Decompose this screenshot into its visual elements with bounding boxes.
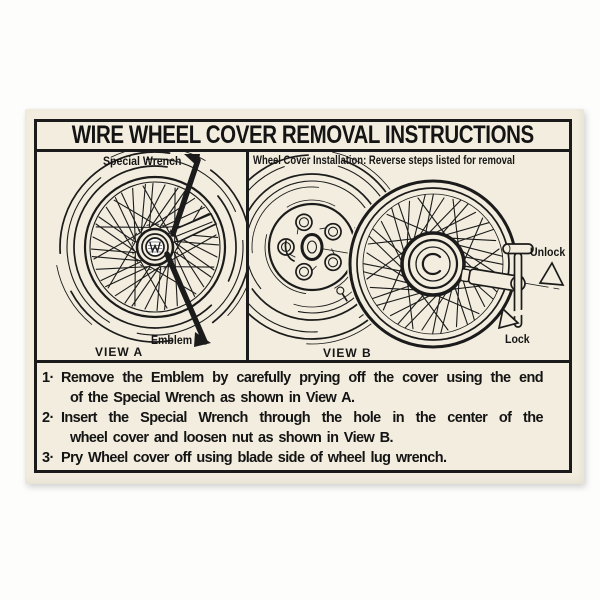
lock-label: Lock — [505, 332, 530, 346]
page-title: WIRE WHEEL COVER REMOVAL INSTRUCTIONS — [71, 122, 535, 149]
lock-arrowhead — [497, 307, 520, 330]
step-1-line-1: Remove the Emblem by carefully prying of… — [61, 370, 544, 386]
view-a-panel: Special Wrench Emblem VIEW A — [37, 152, 249, 360]
step-1-number: 1· — [42, 370, 54, 386]
diagram-panels: Special Wrench Emblem VIEW A — [37, 152, 569, 363]
title-bar: WIRE WHEEL COVER REMOVAL INSTRUCTIONS — [37, 122, 569, 152]
wire-wheel-drawing — [54, 152, 246, 348]
emblem-pointer — [194, 332, 211, 347]
step-1: 1· Remove the Emblem by carefully prying… — [42, 368, 544, 408]
lock-unlock-arrow — [497, 261, 565, 330]
step-2-line-1: Insert the Special Wrench through the ho… — [61, 410, 544, 426]
special-wrench-label: Special Wrench — [103, 154, 182, 168]
view-b-panel: Wheel Cover Installation: Reverse steps … — [249, 152, 569, 360]
valve-stem — [336, 286, 348, 302]
instruction-steps: 1· Remove the Emblem by carefully prying… — [37, 363, 569, 470]
view-b-caption: VIEW B — [323, 346, 372, 360]
instruction-label-card: WIRE WHEEL COVER REMOVAL INSTRUCTIONS — [25, 109, 584, 484]
view-a-caption: VIEW A — [95, 345, 144, 359]
step-2: 2· Insert the Special Wrench through the… — [42, 408, 544, 448]
label-border-frame: WIRE WHEEL COVER REMOVAL INSTRUCTIONS — [34, 119, 572, 473]
view-a-illustration — [54, 152, 246, 348]
special-wrench-drawing — [164, 154, 218, 347]
step-2-number: 2· — [42, 410, 54, 426]
wheel-cover-drawing — [347, 178, 519, 350]
step-2-line-2: wheel cover and loosen nut as shown in V… — [70, 430, 394, 446]
view-b-header: Wheel Cover Installation: Reverse steps … — [253, 153, 515, 167]
view-b-illustration — [249, 152, 565, 350]
emblem-label: Emblem — [151, 333, 193, 347]
step-3-number: 3· — [42, 450, 54, 466]
step-3-line-1: Pry Wheel cover off using blade side of … — [61, 450, 447, 466]
special-wrench-pointer — [184, 154, 200, 167]
step-3: 3· Pry Wheel cover off using blade side … — [42, 448, 543, 468]
step-1-line-2: of the Special Wrench as shown in View A… — [70, 390, 355, 406]
unlock-arrowhead — [538, 261, 565, 286]
unlock-label: Unlock — [530, 245, 566, 259]
t-handle-wrench-drawing — [460, 243, 534, 328]
